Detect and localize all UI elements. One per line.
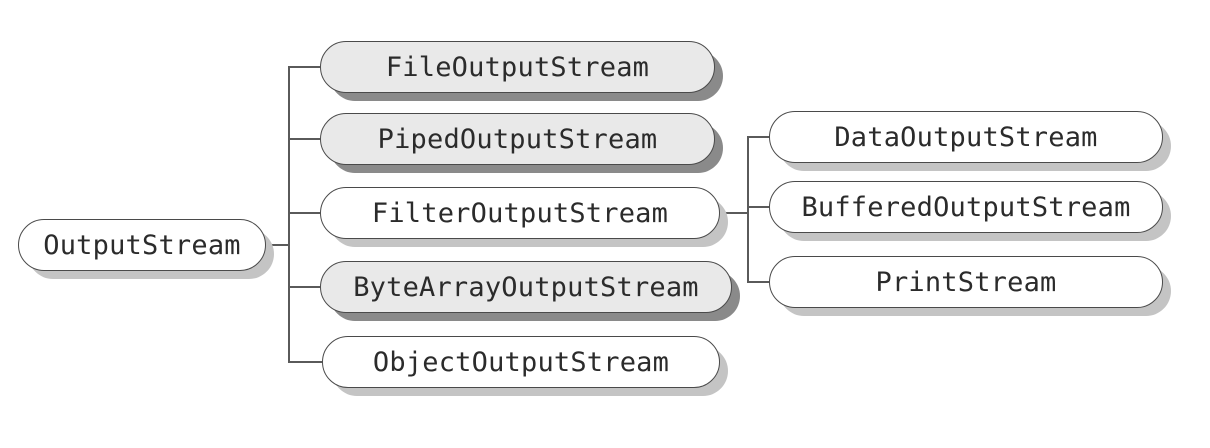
node-fileoutputstream: FileOutputStream: [320, 41, 715, 93]
connector-to-print: [747, 281, 769, 283]
node-bufferedoutputstream: BufferedOutputStream: [769, 181, 1163, 233]
node-bytearrayoutputstream: ByteArrayOutputStream: [320, 261, 732, 313]
node-objectoutputstream: ObjectOutputStream: [322, 336, 720, 388]
node-outputstream: OutputStream: [18, 219, 266, 271]
connector-level2-spine: [747, 136, 749, 282]
node-filteroutputstream: FilterOutputStream: [320, 187, 720, 239]
connector-to-data: [747, 136, 769, 138]
connector-to-file: [288, 66, 320, 68]
connector-to-bytearray: [288, 286, 320, 288]
connector-level1-spine: [288, 66, 290, 362]
connector-to-filter: [288, 212, 320, 214]
connector-to-piped: [288, 138, 320, 140]
connector-to-object: [288, 361, 322, 363]
connector-root-trunk: [266, 244, 288, 246]
node-printstream: PrintStream: [769, 256, 1163, 308]
connector-to-buffered: [747, 206, 769, 208]
node-pipedoutputstream: PipedOutputStream: [320, 113, 715, 165]
connector-filter-trunk: [720, 212, 748, 214]
node-dataoutputstream: DataOutputStream: [769, 111, 1163, 163]
